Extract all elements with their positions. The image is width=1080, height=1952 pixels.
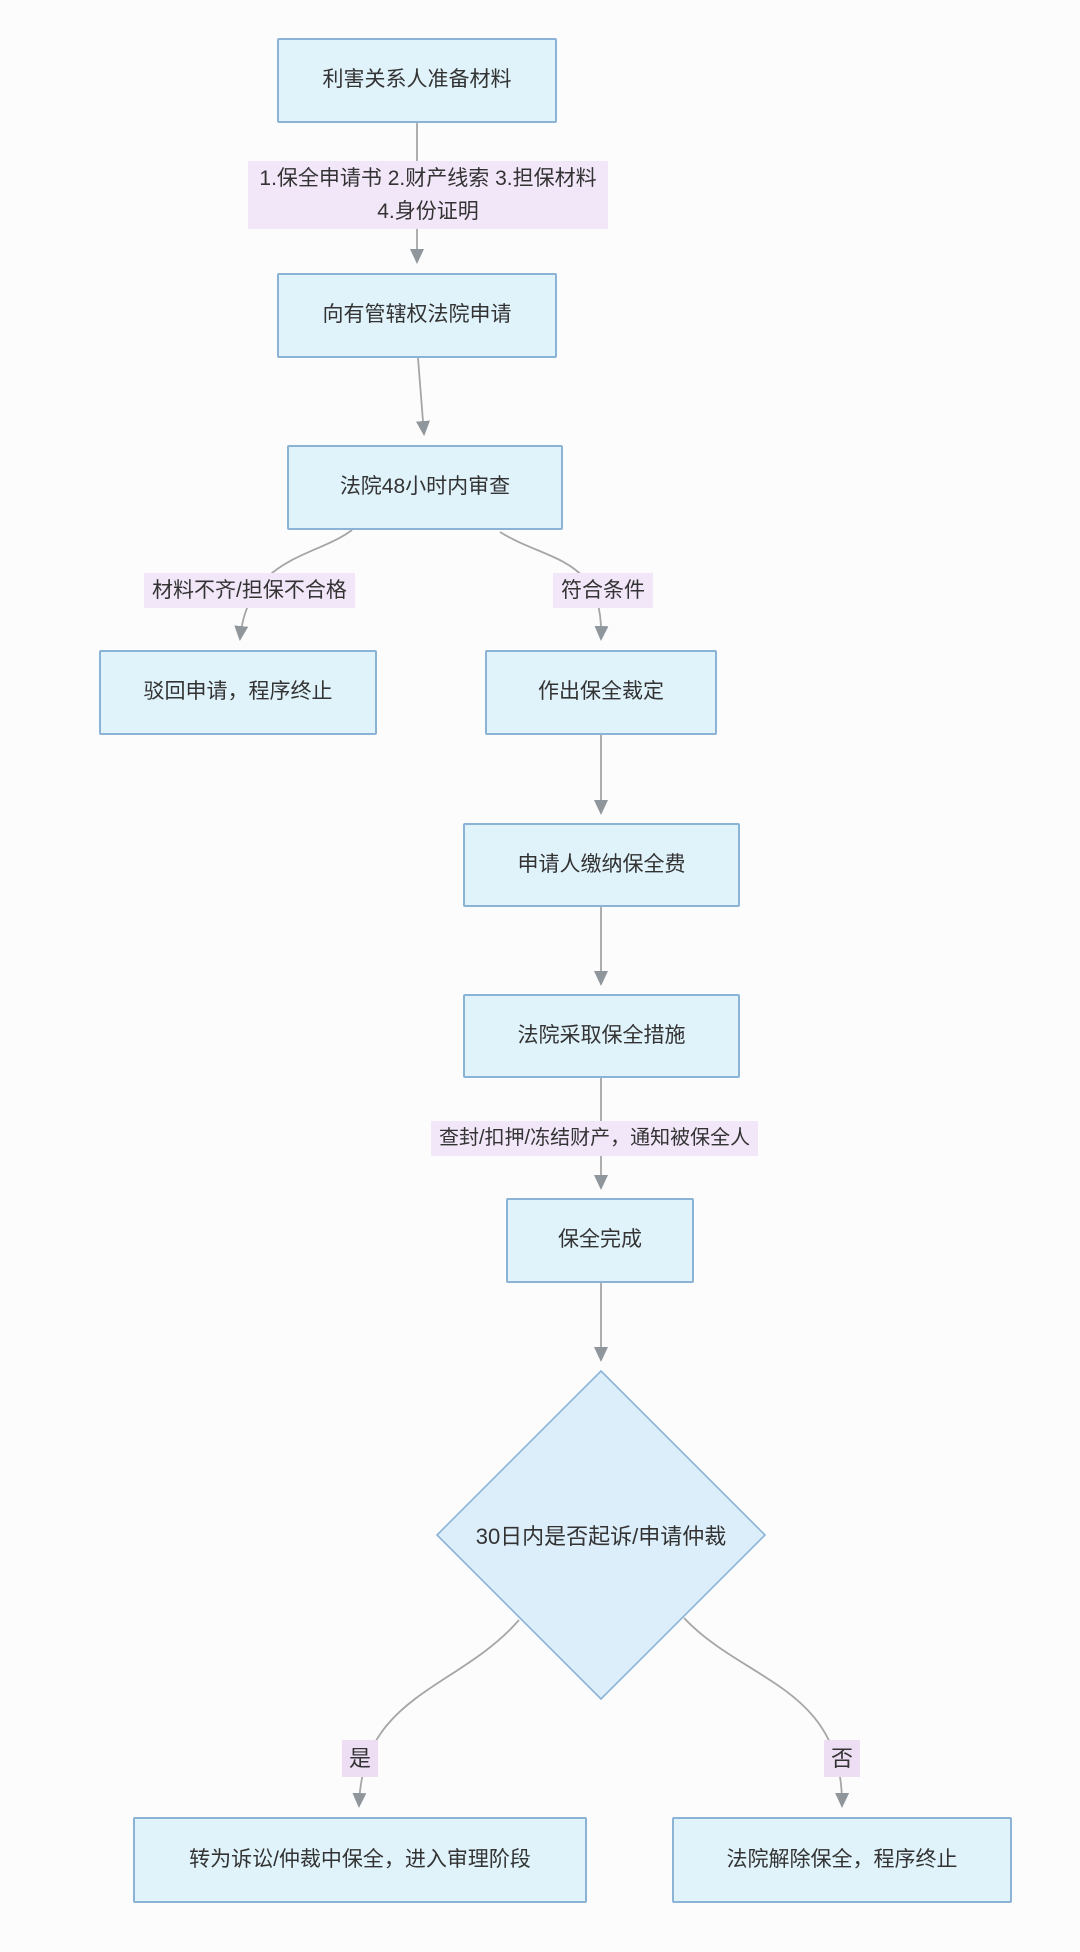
edge-label-materials: 1.保全申请书 2.财产线索 3.担保材料 4.身份证明: [248, 161, 608, 229]
node-litigation-label: 转为诉讼/仲裁中保全，进入审理阶段: [189, 1847, 531, 1871]
edge-label-seize: 查封/扣押/冻结财产，通知被保全人: [431, 1121, 759, 1156]
edge-label-qualified-text: 符合条件: [561, 579, 645, 602]
node-release: 法院解除保全，程序终止: [672, 1817, 1012, 1903]
node-review: 法院48小时内审查: [287, 445, 563, 530]
edge-decision-litigation: [352, 1619, 520, 1808]
edge-label-no-text: 否: [831, 1746, 854, 1771]
edge-label-incomplete-text: 材料不齐/担保不合格: [152, 579, 347, 602]
node-ruling-label: 作出保全裁定: [538, 680, 664, 704]
edge-label-materials-line2: 4.身份证明: [377, 200, 479, 223]
edge-review-reject: [234, 529, 353, 641]
edge-label-qualified: 符合条件: [553, 573, 653, 608]
node-decision-diamond: [435, 1369, 767, 1701]
node-apply: 向有管辖权法院申请: [277, 273, 557, 358]
node-complete-label: 保全完成: [558, 1228, 642, 1252]
edge-label-yes: 是: [342, 1740, 379, 1777]
node-measures-label: 法院采取保全措施: [517, 1023, 686, 1047]
node-reject-label: 驳回申请，程序终止: [143, 680, 333, 704]
edge-review-ruling: [499, 531, 609, 641]
node-ruling: 作出保全裁定: [485, 650, 717, 735]
node-apply-label: 向有管辖权法院申请: [322, 303, 512, 327]
node-litigation: 转为诉讼/仲裁中保全，进入审理阶段: [133, 1817, 587, 1903]
edge-label-no: 否: [824, 1740, 861, 1777]
node-decision-label: 30日内是否起诉/申请仲裁: [475, 1524, 727, 1549]
node-complete: 保全完成: [506, 1198, 694, 1283]
node-fee-label: 申请人缴纳保全费: [517, 852, 686, 876]
node-measures: 法院采取保全措施: [463, 994, 740, 1078]
edge-label-incomplete: 材料不齐/担保不合格: [144, 573, 355, 608]
node-reject: 驳回申请，程序终止: [99, 650, 377, 735]
edge-label-yes-text: 是: [349, 1746, 372, 1771]
edge-label-seize-text: 查封/扣押/冻结财产，通知被保全人: [439, 1127, 751, 1149]
node-release-label: 法院解除保全，程序终止: [726, 1847, 958, 1871]
node-prepare-label: 利害关系人准备材料: [322, 68, 512, 92]
node-fee: 申请人缴纳保全费: [463, 823, 740, 907]
node-prepare: 利害关系人准备材料: [277, 38, 557, 123]
node-review-label: 法院48小时内审查: [339, 475, 511, 499]
edge-decision-release: [683, 1617, 850, 1808]
edge-apply-review: [415, 357, 430, 436]
edge-label-materials-line1: 1.保全申请书 2.财产线索 3.担保材料: [259, 167, 597, 190]
